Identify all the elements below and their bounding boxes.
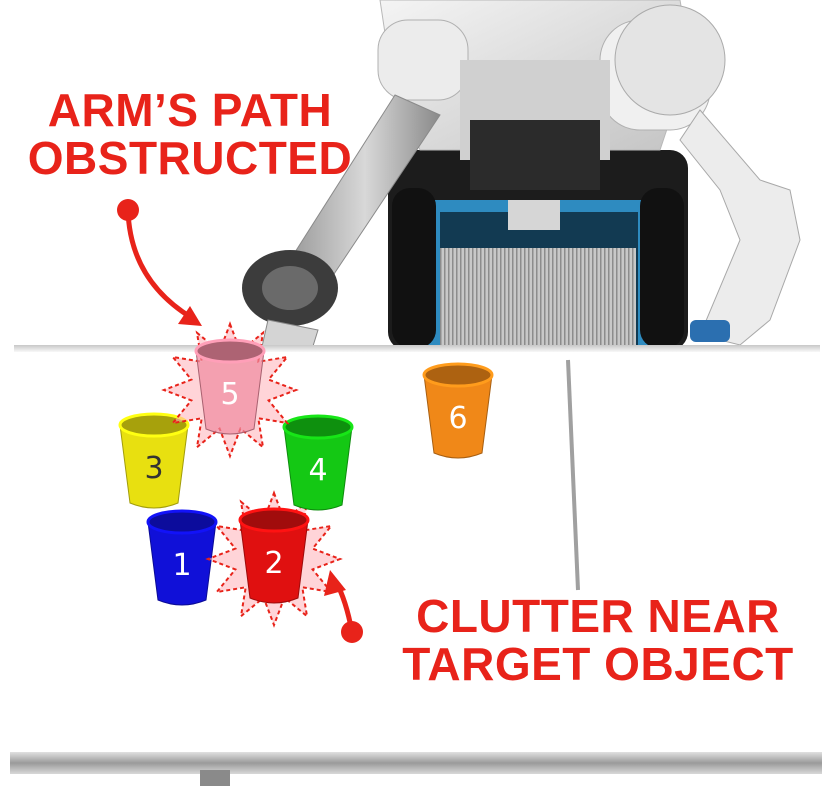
cup-rim bbox=[422, 362, 494, 388]
robot-shoulder-left bbox=[377, 19, 469, 101]
callout-line: CLUTTER NEAR bbox=[416, 590, 780, 642]
arrow-head-bottom bbox=[324, 570, 346, 596]
arrow-head-top bbox=[178, 306, 202, 326]
cup-3: 3 bbox=[118, 412, 190, 509]
robot-wheel-left bbox=[392, 188, 436, 348]
cup-rim bbox=[146, 509, 218, 535]
robot-elbow-cap bbox=[262, 266, 318, 310]
clutter-near-target-callout: CLUTTER NEAR TARGET OBJECT bbox=[372, 592, 824, 689]
table-leg bbox=[200, 770, 230, 786]
cup-label: 5 bbox=[220, 377, 239, 412]
callout-line: OBSTRUCTED bbox=[27, 132, 353, 185]
table-back-edge bbox=[14, 345, 820, 353]
cup-body bbox=[147, 521, 217, 606]
robot bbox=[107, 0, 801, 527]
cups: 1 2 3 4 5 6 bbox=[118, 321, 494, 628]
table-front-edge bbox=[10, 752, 822, 774]
cup-label: 6 bbox=[448, 401, 467, 436]
cup-body bbox=[423, 374, 493, 459]
cup-body bbox=[195, 350, 265, 435]
cup-label: 1 bbox=[172, 548, 191, 583]
robot-column bbox=[508, 200, 560, 230]
cup-2: 2 bbox=[205, 490, 343, 628]
robot-right-wrist bbox=[690, 320, 730, 342]
cup-rim bbox=[194, 338, 266, 364]
robot-right-arm bbox=[679, 109, 801, 346]
arrows bbox=[117, 199, 363, 643]
cup-6: 6 bbox=[422, 362, 494, 459]
callout-line: ARM’S PATH bbox=[47, 84, 333, 136]
cup-1: 1 bbox=[146, 509, 218, 606]
cup-body bbox=[239, 519, 309, 604]
cup-body bbox=[283, 426, 353, 511]
arrow-line-top bbox=[125, 209, 194, 321]
robot-wheel-right bbox=[640, 188, 684, 348]
table-surface bbox=[14, 352, 820, 752]
cup-label: 2 bbox=[264, 546, 283, 581]
table-seam bbox=[566, 359, 580, 591]
cup-rim bbox=[282, 414, 354, 440]
cup-label: 3 bbox=[144, 451, 163, 486]
robot-joint-top bbox=[614, 4, 726, 116]
cup-body bbox=[119, 424, 189, 509]
cup-5: 5 bbox=[161, 321, 299, 459]
cup-4: 4 bbox=[282, 414, 354, 511]
cup-label: 4 bbox=[308, 453, 327, 488]
arm-path-obstructed-callout: ARM’S PATH OBSTRUCTED bbox=[10, 86, 370, 183]
callout-line: TARGET OBJECT bbox=[402, 638, 794, 691]
cup-rim bbox=[238, 507, 310, 533]
table bbox=[10, 345, 822, 786]
cup-rim bbox=[118, 412, 190, 438]
robot-grille bbox=[440, 248, 636, 348]
robot-chest-dark bbox=[470, 120, 600, 190]
